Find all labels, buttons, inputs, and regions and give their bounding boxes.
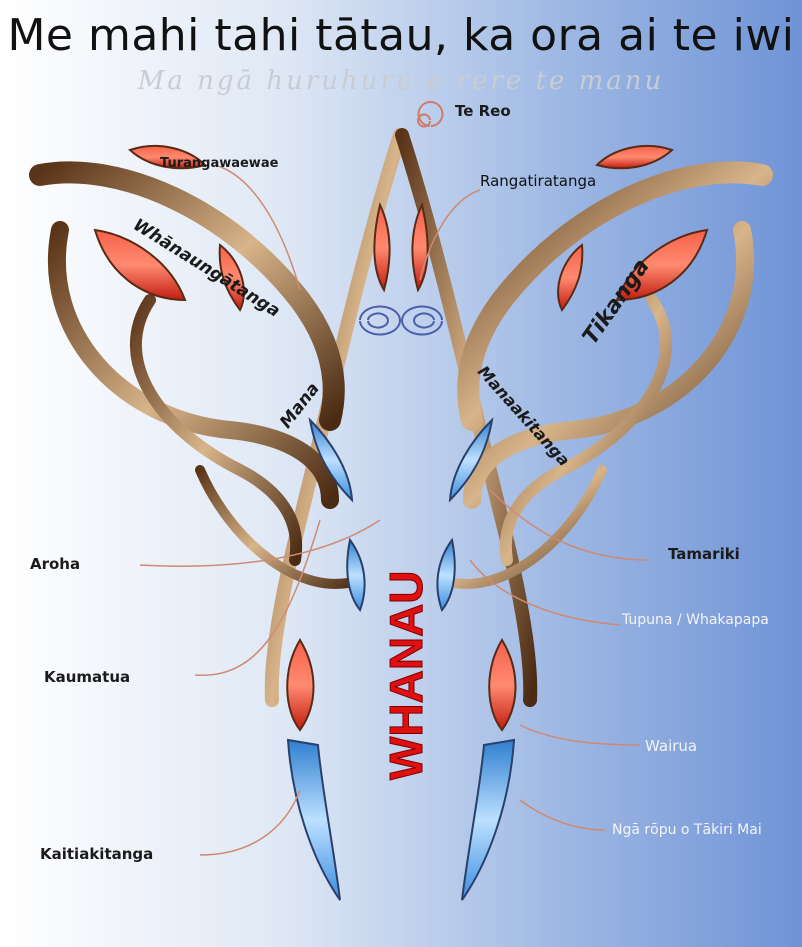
label-tupuna-whakapapa: Tupuna / Whakapapa bbox=[622, 612, 769, 628]
label-rangatiratanga: Rangatiratanga bbox=[480, 172, 596, 190]
label-wairua: Wairua bbox=[645, 737, 697, 755]
label-nga-ropu: Ngā rōpu o Tākiri Mai bbox=[612, 822, 762, 838]
label-turangawaewae: Turangawaewae bbox=[160, 156, 278, 171]
center-word-whanau: WHANAU bbox=[380, 570, 432, 780]
label-te-reo: Te Reo bbox=[455, 102, 511, 120]
label-kaumatua: Kaumatua bbox=[44, 668, 130, 686]
label-kaitiakitanga: Kaitiakitanga bbox=[40, 845, 153, 863]
label-tamariki: Tamariki bbox=[668, 545, 740, 563]
label-aroha: Aroha bbox=[30, 555, 80, 573]
